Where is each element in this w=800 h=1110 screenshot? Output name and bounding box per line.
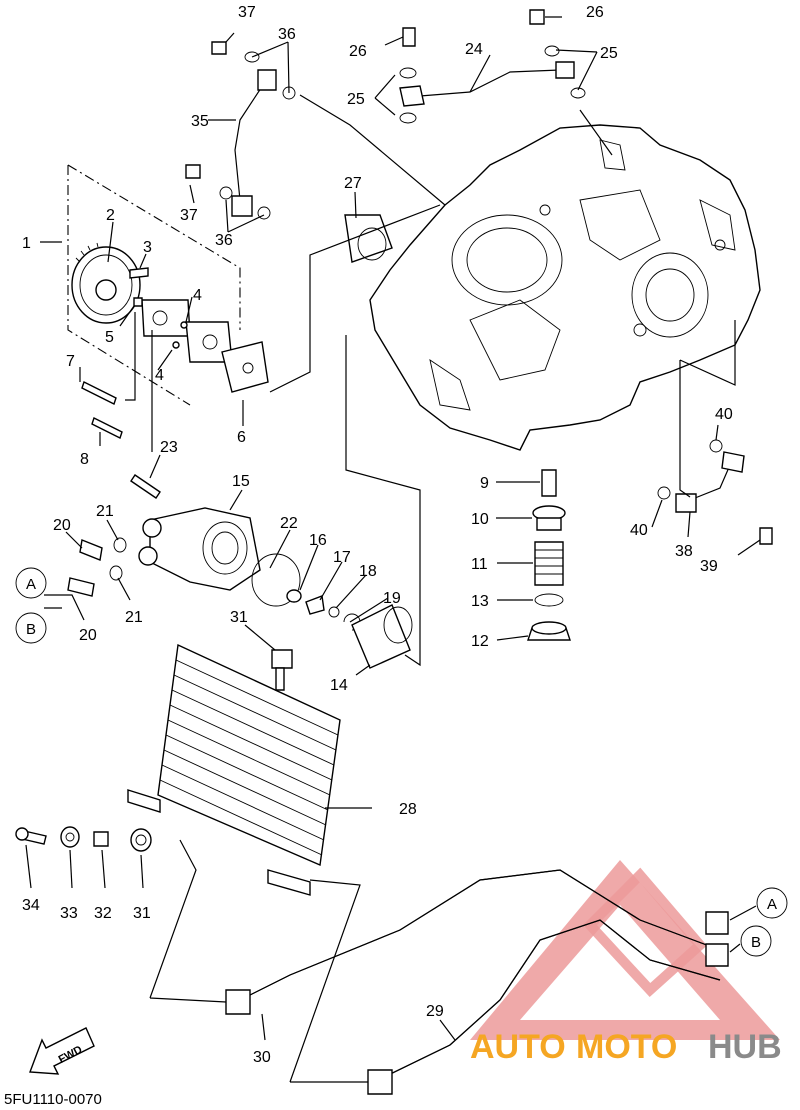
callout-35: 35 [191,113,209,130]
callout-36: 36 [215,232,233,249]
connector-a-right: A [756,887,788,919]
callout-37: 37 [238,4,256,21]
callout-3: 3 [143,239,152,256]
callout-13: 13 [471,593,489,610]
callout-31: 31 [230,609,248,626]
callout-10: 10 [471,511,489,528]
connector-label-b: B [26,621,36,638]
callout-8: 8 [80,451,89,468]
watermark-auto: AUTO [470,1028,566,1066]
callout-37: 37 [180,207,198,224]
callout-4: 4 [193,287,202,304]
callout-26: 26 [349,43,367,60]
callout-12: 12 [471,633,489,650]
callout-21: 21 [96,503,114,520]
callout-20: 20 [53,517,71,534]
callout-6: 6 [237,429,246,446]
callout-20: 20 [79,627,97,644]
callout-labels: 1 2 3 4 4 5 6 7 8 9 10 11 12 13 14 15 16… [22,4,733,1066]
callout-14: 14 [330,677,348,694]
connector-label-a: A [767,896,777,913]
callout-23: 23 [160,439,178,456]
connector-b-right: B [740,925,772,957]
callout-28: 28 [399,801,417,818]
callout-39: 39 [700,558,718,575]
callout-2: 2 [106,207,115,224]
leader-lines [25,16,761,1083]
callout-30: 30 [253,1049,271,1066]
callout-1: 1 [22,235,31,252]
connector-label-a: A [26,576,36,593]
oil-hoses [225,869,729,1095]
callout-17: 17 [333,549,351,566]
bearing-27 [344,214,393,263]
callout-18: 18 [359,563,377,580]
callout-11: 11 [471,556,488,573]
callout-27: 27 [344,175,362,192]
callout-16: 16 [309,532,327,549]
callout-24: 24 [465,41,483,58]
callout-26: 26 [586,4,604,21]
callout-19: 19 [383,590,401,607]
fwd-arrow: FWD [29,1027,95,1075]
callout-33: 33 [60,905,78,922]
watermark-hub: HUB [708,1028,782,1066]
callout-32: 32 [94,905,112,922]
oil-pump-group [67,164,269,439]
callout-40: 40 [715,406,733,423]
callout-25: 25 [600,45,618,62]
callout-36: 36 [278,26,296,43]
oil-pipe-38 [657,439,773,545]
connector-a-left: A [15,567,47,599]
callout-4: 4 [155,367,164,384]
callout-22: 22 [280,515,298,532]
crankcase [369,124,761,451]
callout-31: 31 [133,905,151,922]
callout-21: 21 [125,609,143,626]
oil-pipe-35 [185,41,296,220]
callout-29: 29 [426,1003,444,1020]
callout-15: 15 [232,473,250,490]
watermark-moto: MOTO [576,1028,677,1066]
watermark-text: AUTO MOTO HUB [470,1028,782,1066]
callout-9: 9 [480,475,489,492]
callout-38: 38 [675,543,693,560]
oil-delivery-pipe [399,9,586,124]
watermark-logo [470,860,780,1040]
callout-7: 7 [66,353,75,370]
callout-25: 25 [347,91,365,108]
oil-filter-cover [67,474,413,669]
connector-label-b: B [751,934,761,951]
callout-34: 34 [22,897,40,914]
oil-pump-gear [71,242,141,324]
callout-40: 40 [630,522,648,539]
oil-cooler [127,643,341,896]
callout-5: 5 [105,329,114,346]
cooler-mount-parts [15,826,152,852]
diagram-code: 5FU1110-0070 [4,1091,102,1108]
connector-b-left: B [15,612,47,644]
oil-strainer-group [527,469,571,641]
